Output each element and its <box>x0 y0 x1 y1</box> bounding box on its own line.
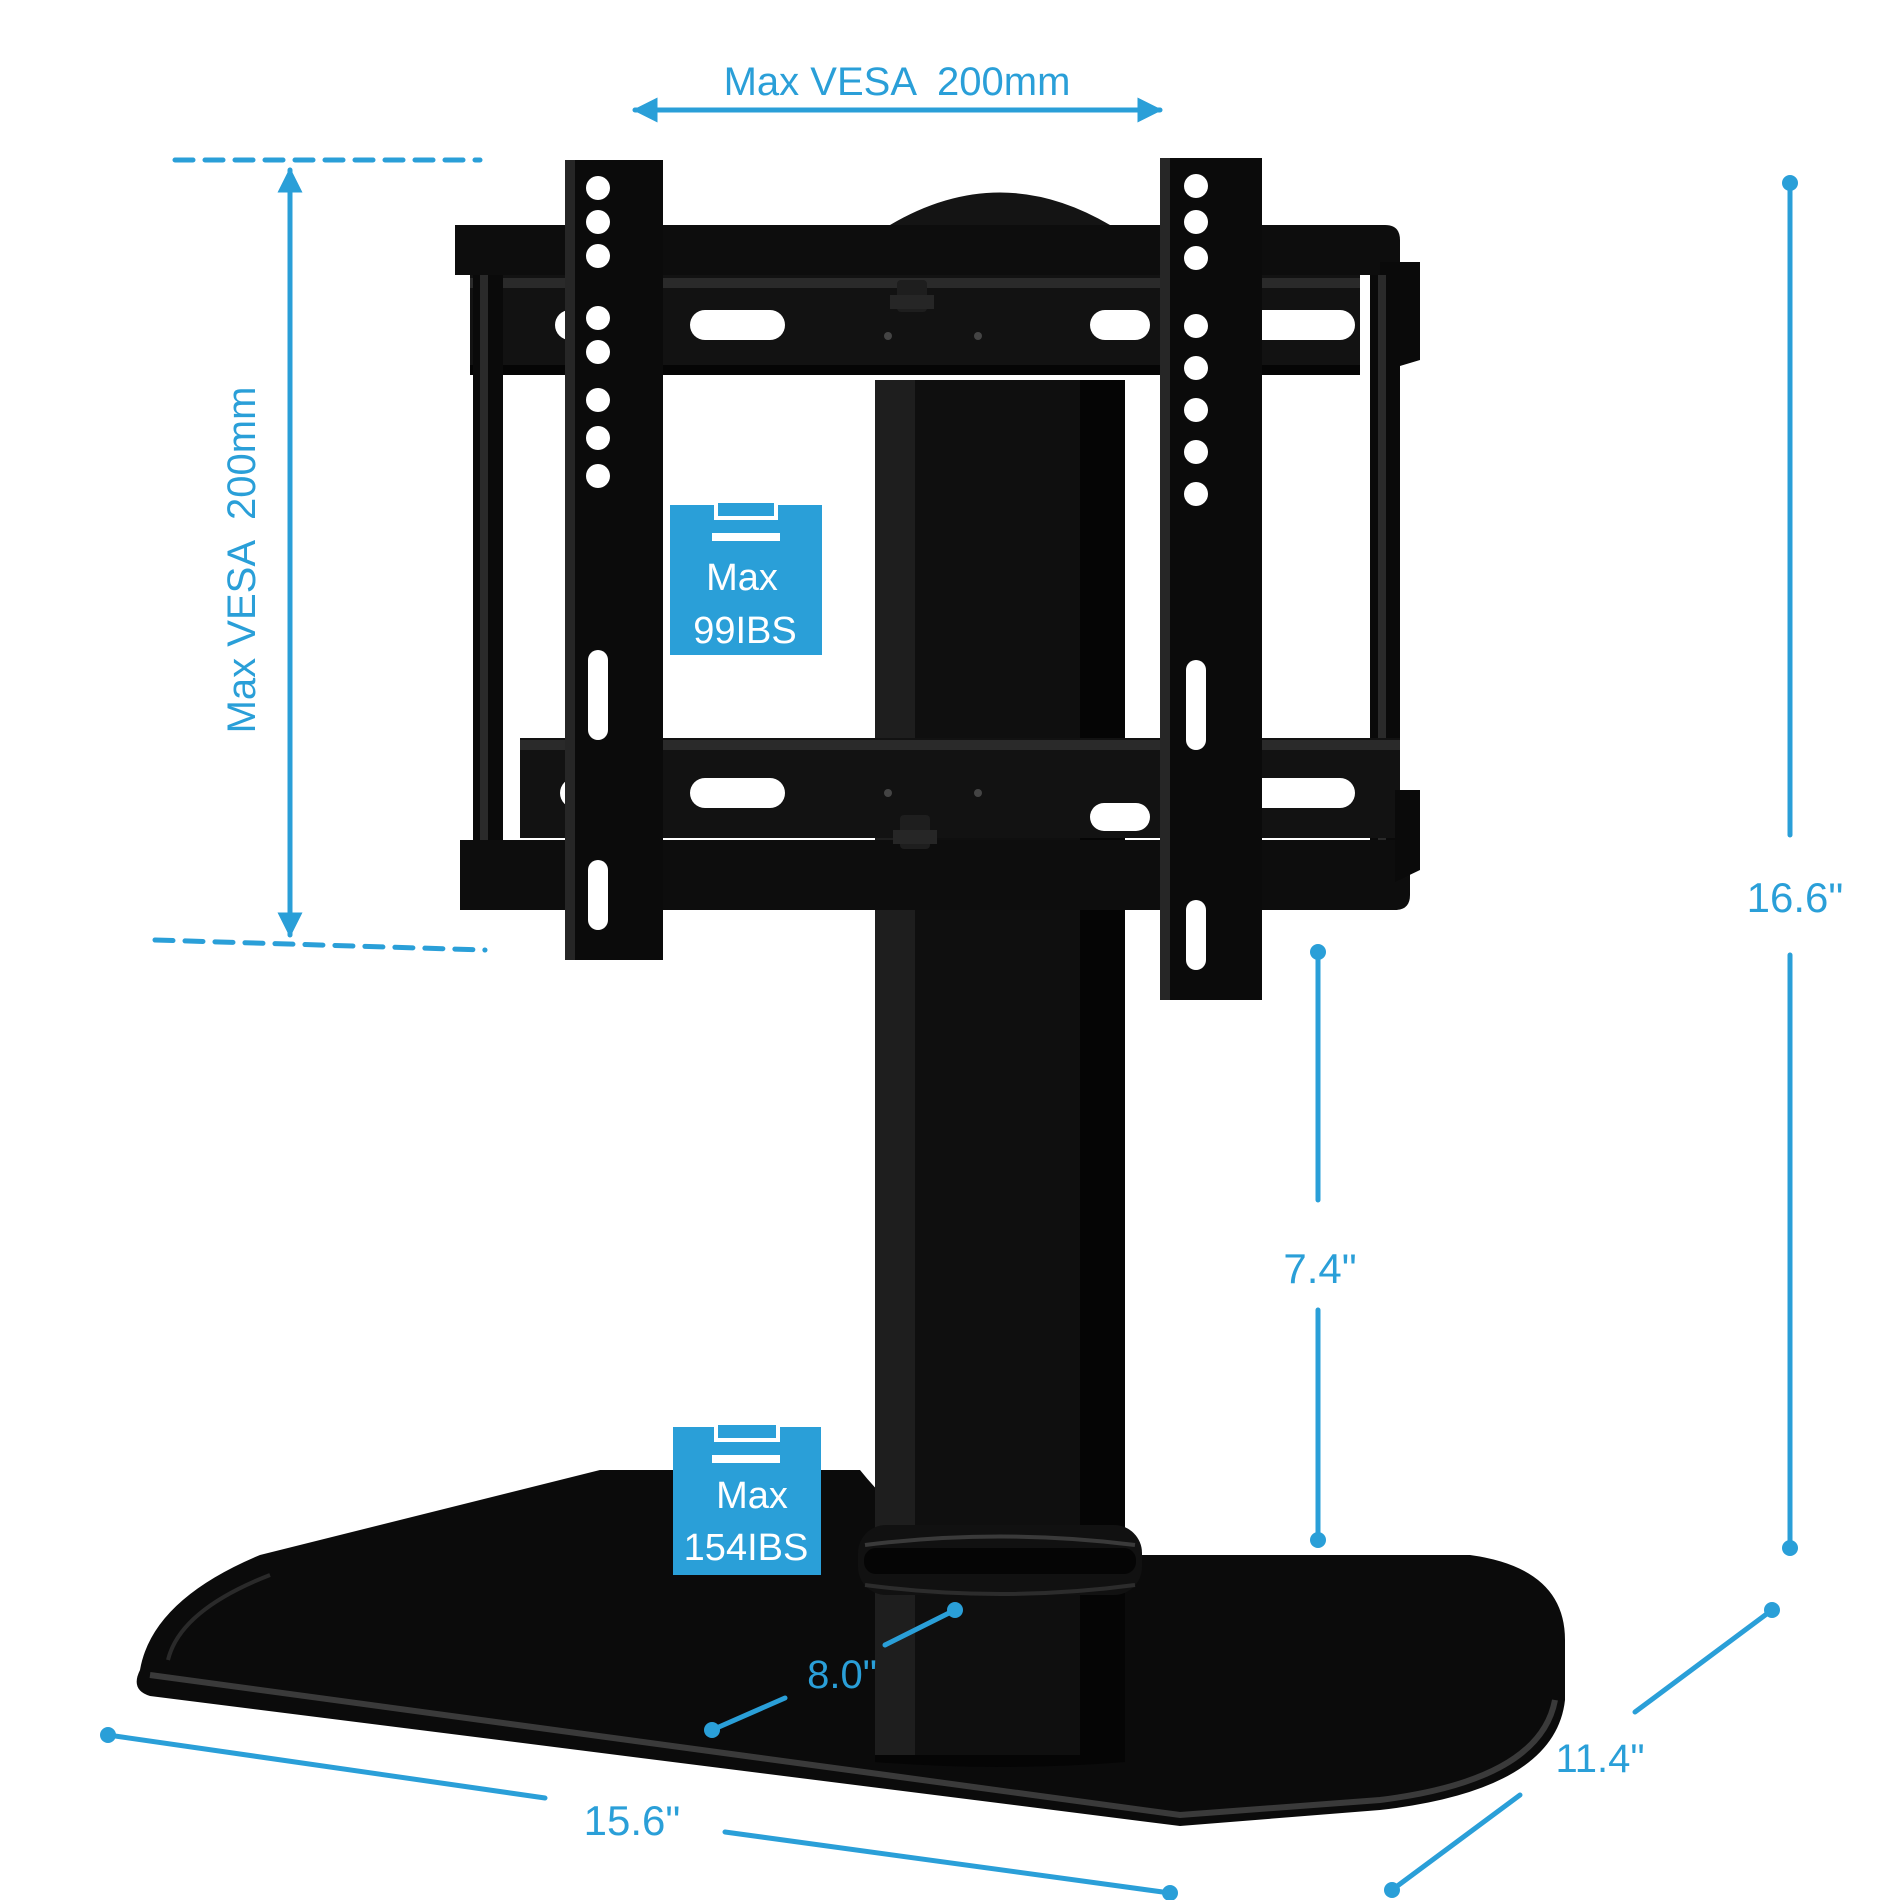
base-depth-label: 11.4" <box>1555 1737 1644 1781</box>
base-plate <box>136 1470 1566 1826</box>
total-height-label: 16.6" <box>1747 874 1844 921</box>
column-width-line-upper <box>882 1607 958 1648</box>
base-depth-line-lower <box>1389 1792 1523 1893</box>
base-load-badge: Max 154IBS <box>673 1423 821 1575</box>
base-load-line1: Max <box>716 1475 788 1517</box>
base-width-line-left <box>105 1732 548 1801</box>
vesa-horizontal-label: Max VESA 200mm <box>724 60 1071 104</box>
column-width-label: 8.0" <box>807 1653 877 1697</box>
dimension-annotations <box>105 97 1793 1896</box>
weight-icon <box>673 1423 821 1442</box>
support-column <box>858 380 1142 1767</box>
base-depth-line-upper <box>1632 1607 1775 1715</box>
vesa-vertical-label: Max VESA 200mm <box>220 387 264 734</box>
right-vesa-arm <box>1160 158 1262 1000</box>
bracket-load-badge: Max 99IBS <box>670 501 822 655</box>
bracket-load-line2: 99IBS <box>693 610 797 652</box>
column-width-line-lower <box>709 1695 788 1733</box>
column-height-label: 7.4" <box>1283 1245 1356 1292</box>
weight-icon <box>670 501 822 520</box>
dimension-endpoints <box>100 175 1798 1900</box>
bracket-load-line1: Max <box>706 557 778 599</box>
base-width-line-right <box>722 1829 1173 1896</box>
vesa-bottom-guide <box>152 937 488 953</box>
tv-stand <box>136 158 1566 1826</box>
base-load-line2: 154IBS <box>684 1527 809 1569</box>
left-vesa-arm <box>565 160 663 960</box>
base-width-label: 15.6" <box>584 1797 681 1844</box>
column-collar <box>858 1525 1142 1596</box>
swivel-dome <box>890 192 1110 225</box>
